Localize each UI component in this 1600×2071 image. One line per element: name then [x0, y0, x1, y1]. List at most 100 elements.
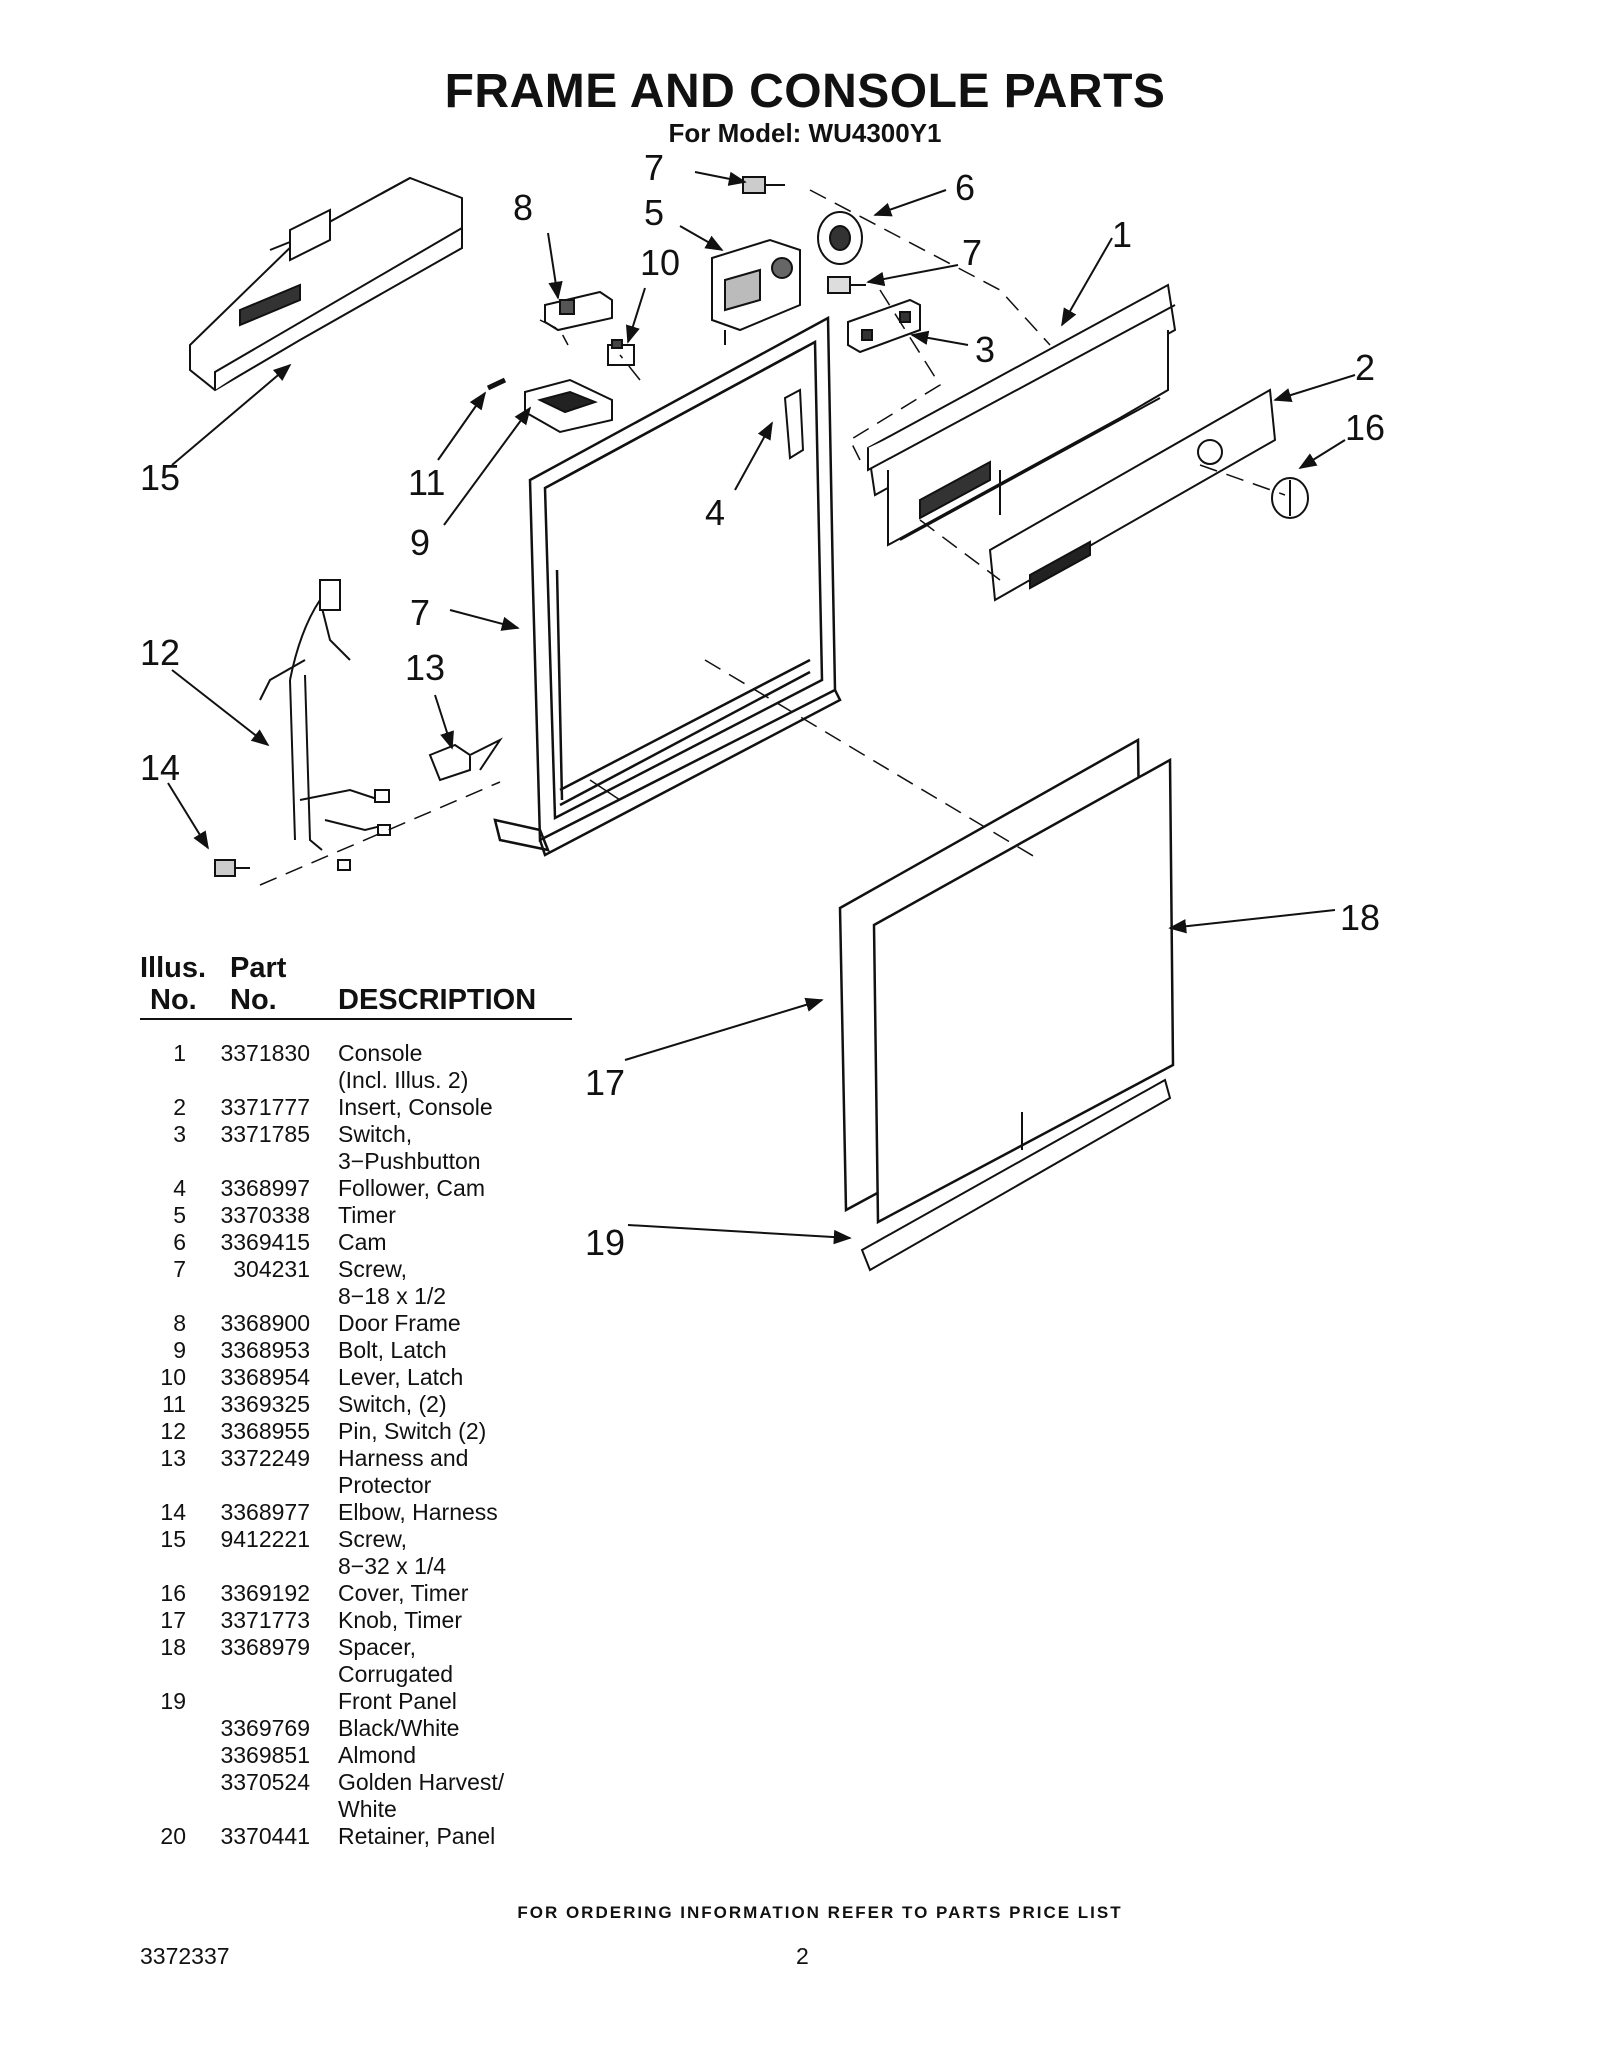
part-no: 3368979 [220, 1634, 310, 1660]
console-insert-part [988, 388, 1277, 602]
pushbutton-switch-part [847, 298, 921, 354]
cam-follower-part [783, 388, 805, 460]
description: Corrugated [338, 1661, 454, 1687]
description: Timer [338, 1202, 396, 1228]
description: 8−32 x 1/4 [338, 1553, 447, 1579]
callout-15: 14 [140, 747, 180, 788]
callout-2: 2 [1355, 347, 1375, 388]
ordering-notice: FOR ORDERING INFORMATION REFER TO PARTS … [517, 1903, 1123, 1922]
harness-elbow-part [428, 737, 503, 782]
part-no: 3368955 [220, 1418, 310, 1444]
cam-part [817, 211, 863, 265]
illus-no: 19 [160, 1688, 186, 1714]
description: Knob, Timer [338, 1607, 462, 1633]
description: Harness and [338, 1445, 469, 1471]
description: 8−18 x 1/2 [338, 1283, 447, 1309]
callout-20: 19 [585, 1222, 625, 1263]
callout-13: 12 [140, 632, 180, 673]
illus-no: 10 [160, 1364, 186, 1390]
part-no: 3369325 [220, 1391, 310, 1417]
part-no: 304231 [233, 1256, 310, 1282]
callout-6: 6 [955, 167, 975, 208]
callout-14: 13 [405, 647, 445, 688]
illus-no: 20 [160, 1823, 186, 1849]
illus-no: 5 [173, 1202, 186, 1228]
description: Screw, [338, 1526, 408, 1552]
part-no: 3370338 [220, 1202, 310, 1228]
description: Lever, Latch [338, 1364, 464, 1390]
part-no: 3369851 [220, 1742, 310, 1768]
part-no: 3371785 [220, 1121, 310, 1147]
latch-bolt-part [544, 290, 613, 332]
timer-cover-part [189, 176, 463, 392]
part-no: 3368977 [220, 1499, 310, 1525]
description: Front Panel [338, 1688, 457, 1714]
illus-no: 6 [173, 1229, 186, 1255]
part-no: 9412221 [220, 1526, 310, 1552]
illus-no: 2 [173, 1094, 186, 1120]
illus-no: 8 [173, 1310, 186, 1336]
latch-lever-part [524, 378, 613, 434]
description: Door Frame [338, 1310, 461, 1336]
header-rule [140, 1018, 572, 1020]
callout-12: 11 [408, 462, 445, 503]
description: Cam [338, 1229, 387, 1255]
model-subtitle: For Model: WU4300Y1 [668, 118, 942, 148]
panel-retainer-part [860, 1078, 1172, 1272]
description: Cover, Timer [338, 1580, 469, 1606]
front-panel-part [838, 737, 1175, 1225]
callout-8: 7 [410, 592, 430, 633]
illus-no: 9 [173, 1337, 186, 1363]
description: Spacer, [338, 1634, 416, 1660]
harness-part [259, 579, 391, 871]
illus-no: 13 [160, 1445, 186, 1471]
description: Switch, [338, 1121, 413, 1147]
description: Almond [338, 1742, 416, 1768]
illus-no: 12 [160, 1418, 186, 1444]
callout-5: 5 [644, 192, 664, 233]
illus-no: 16 [160, 1580, 186, 1606]
description: 3−Pushbutton [338, 1148, 481, 1174]
part-no: 3370524 [220, 1769, 310, 1795]
callout-11: 10 [640, 242, 680, 283]
illus-no: 15 [160, 1526, 186, 1552]
part-no: 3368900 [220, 1310, 310, 1336]
description: Switch, (2) [338, 1391, 447, 1417]
illus-no: 4 [173, 1175, 186, 1201]
description: Elbow, Harness [338, 1499, 498, 1525]
description: Black/White [338, 1715, 460, 1741]
description: Follower, Cam [338, 1175, 485, 1201]
page-number: 2 [796, 1943, 809, 1969]
illus-no: 11 [162, 1391, 186, 1417]
part-no: 3371773 [220, 1607, 310, 1633]
illus-no: 3 [173, 1121, 186, 1147]
part-no: 3368954 [220, 1364, 310, 1390]
callout-18: 17 [585, 1062, 625, 1103]
header-part-bottom: No. [230, 984, 277, 1016]
callout-16: 15 [140, 457, 180, 498]
header-illus-bottom: No. [150, 984, 197, 1016]
illus-no: 1 [173, 1040, 186, 1066]
callout-19: 18 [1340, 897, 1380, 938]
header-description: DESCRIPTION [338, 984, 537, 1016]
callout-1: 1 [1112, 214, 1132, 255]
part-no: 3369192 [220, 1580, 310, 1606]
header-part-top: Part [230, 952, 287, 984]
part-no: 3368997 [220, 1175, 310, 1201]
callout-17: 16 [1345, 407, 1385, 448]
screw-part [742, 176, 866, 294]
door-frame-part [493, 315, 842, 857]
callout-3: 3 [975, 329, 995, 370]
description: (Incl. Illus. 2) [338, 1067, 469, 1093]
illus-no: 18 [160, 1634, 186, 1660]
panel-alignment-line [589, 779, 621, 801]
part-no: 3372249 [220, 1445, 310, 1471]
callout-7b: 7 [962, 232, 982, 273]
description: Screw, [338, 1256, 408, 1282]
description: Protector [338, 1472, 432, 1498]
callout-10: 9 [410, 522, 430, 563]
part-no: 3369415 [220, 1229, 310, 1255]
callout-4: 4 [705, 492, 725, 533]
